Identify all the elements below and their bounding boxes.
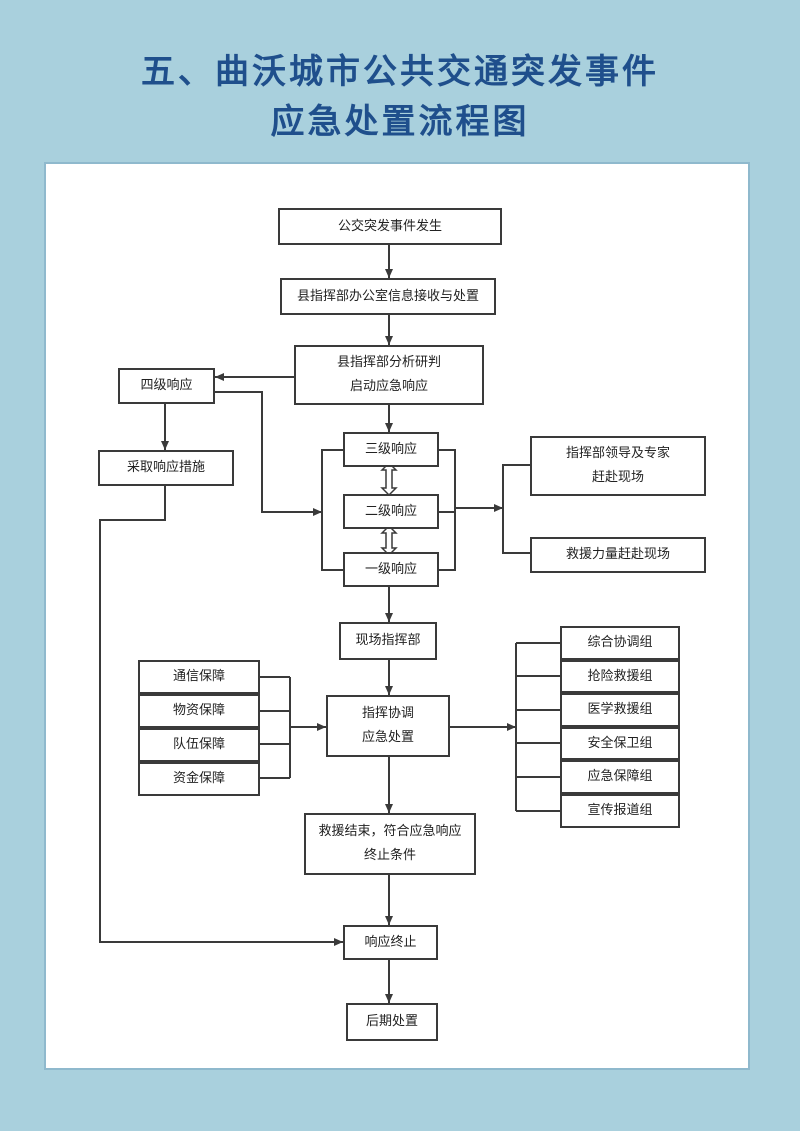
node-measures: 采取响应措施 [98, 450, 234, 486]
support-box: 队伍保障 [138, 728, 260, 762]
arrow-level4-levels [206, 388, 322, 516]
group-box: 安全保卫组 [560, 727, 680, 760]
group-box: 抢险救援组 [560, 660, 680, 693]
node-command: 指挥协调 应急处置 [326, 695, 450, 757]
dispatch-bracket [502, 464, 530, 554]
page-title-line-2: 应急处置流程图 [270, 102, 530, 142]
group-box: 宣传报道组 [560, 794, 680, 828]
group-box: 医学救援组 [560, 693, 680, 727]
node-analyze-start: 县指挥部分析研判 启动应急响应 [294, 345, 484, 405]
level-bracket-left [321, 449, 343, 571]
node-incident-occurs: 公交突发事件发生 [278, 208, 502, 245]
node-level3: 三级响应 [343, 432, 439, 467]
node-level2: 二级响应 [343, 494, 439, 529]
double-arrow-level3-level2 [380, 461, 398, 497]
node-end-condition: 救援结束，符合应急响应 终止条件 [304, 813, 476, 875]
arrow-measures-terminate [99, 486, 343, 946]
node-aftermath: 后期处置 [346, 1003, 438, 1041]
group-box: 应急保障组 [560, 760, 680, 794]
node-rescue-force: 救援力量赶赴现场 [530, 537, 706, 573]
double-arrow-level2-level1 [380, 524, 398, 557]
level-bracket-right [439, 449, 456, 571]
group-box: 综合协调组 [560, 626, 680, 660]
support-box: 物资保障 [138, 694, 260, 728]
node-level4: 四级响应 [118, 368, 215, 404]
node-site-hq: 现场指挥部 [339, 622, 437, 660]
support-box: 通信保障 [138, 660, 260, 694]
node-level1: 一级响应 [343, 552, 439, 587]
support-box: 资金保障 [138, 762, 260, 796]
node-terminate: 响应终止 [343, 925, 438, 960]
node-info-receive: 县指挥部办公室信息接收与处置 [280, 278, 496, 315]
node-leaders-experts: 指挥部领导及专家 赶赴现场 [530, 436, 706, 496]
page-title-line-1: 五、曲沃城市公共交通突发事件 [141, 52, 659, 92]
